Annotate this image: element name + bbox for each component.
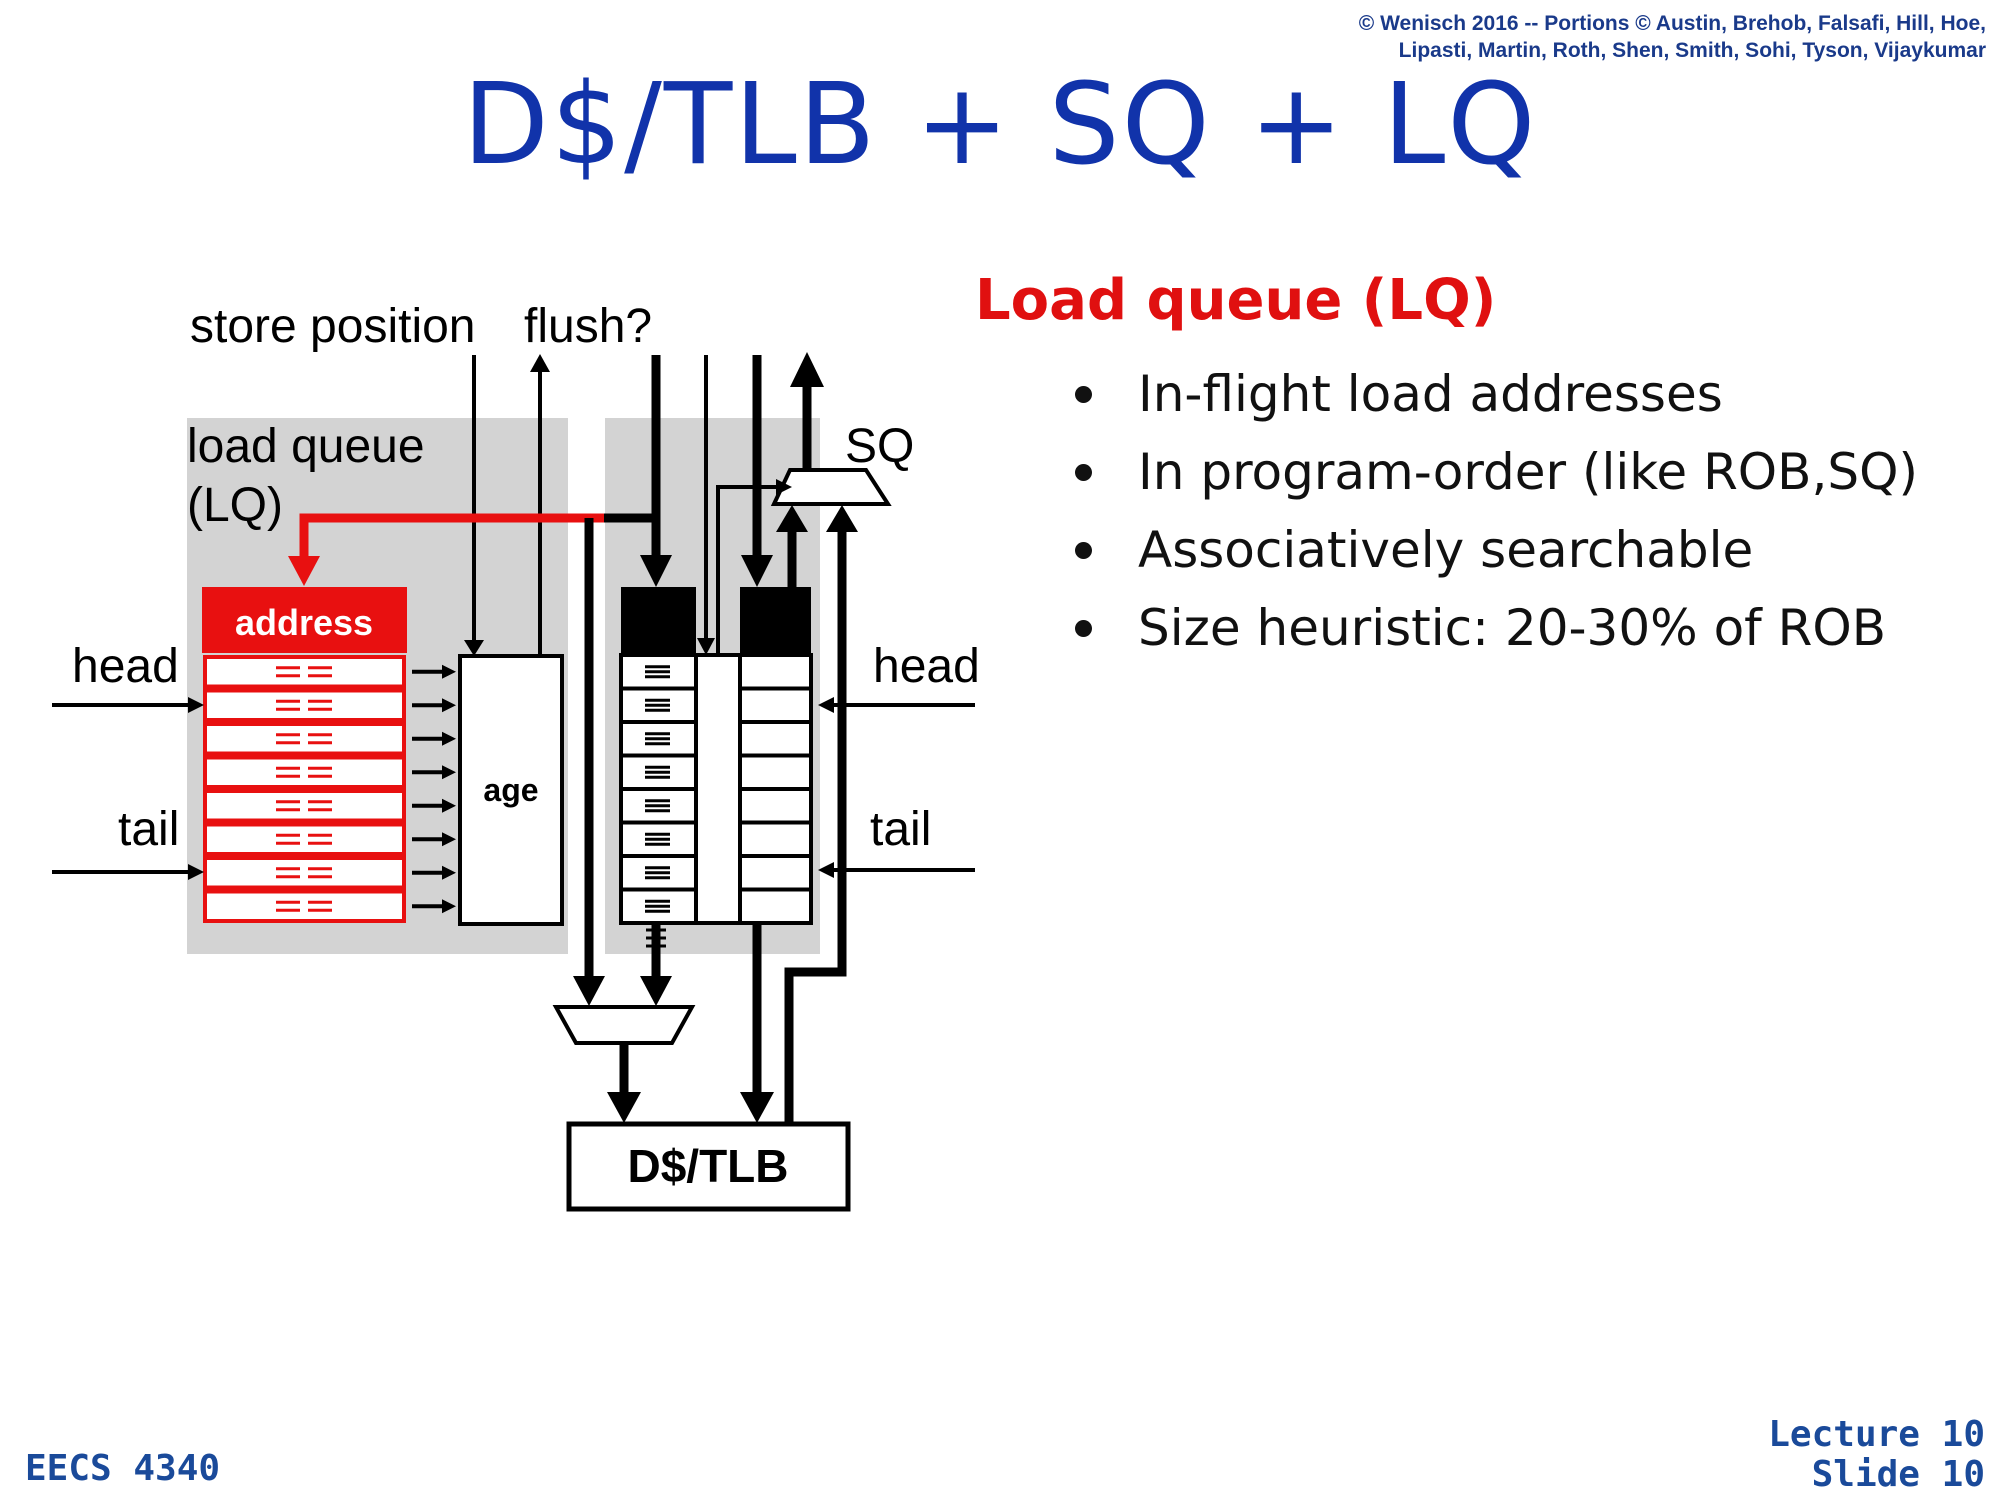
bullet-dot <box>1075 464 1092 481</box>
sq-row <box>621 720 811 746</box>
lq-address-header <box>202 587 407 653</box>
lq-address-arrowhead <box>288 556 320 586</box>
lq-address-label: address <box>235 602 373 643</box>
copyright-line-2: Lipasti, Martin, Roth, Shen, Smith, Sohi… <box>1398 39 1986 62</box>
copyright-notice: © Wenisch 2016 -- Portions © Austin, Bre… <box>886 10 1986 64</box>
lq-row <box>203 889 406 923</box>
sq-row <box>645 665 670 679</box>
sq-address-header <box>621 587 696 655</box>
sq-addr-to-dmux-arrowhead <box>640 976 672 1006</box>
head-left-label: head <box>72 640 179 693</box>
bullet-text: Associatively searchable <box>1138 521 1754 579</box>
bullet-item: Size heuristic: 20-30% of ROB <box>1075 589 1918 667</box>
head-right-label: head <box>873 640 980 693</box>
lq-row <box>203 722 406 756</box>
sq-data-to-dcache-arrowhead <box>740 1092 774 1123</box>
copyright-line-1: © Wenisch 2016 -- Portions © Austin, Bre… <box>1358 12 1986 35</box>
sq-row <box>621 854 811 880</box>
section-heading: Load queue (LQ) <box>975 268 1497 333</box>
sq-data-in-arrowhead <box>741 555 773 587</box>
lq-row <box>203 856 406 890</box>
dcache-address-mux <box>552 1005 696 1045</box>
sq-stub-ticks <box>646 928 666 948</box>
lq-row-arrows <box>412 664 456 914</box>
store-position-label: store position <box>190 300 476 353</box>
bullet-item: Associatively searchable <box>1075 511 1918 589</box>
sq-row <box>621 820 811 846</box>
load-queue-abbrev-label: (LQ) <box>187 479 283 532</box>
lq-row-arrow <box>412 664 456 679</box>
dcache-return-path <box>784 528 847 1125</box>
sq-middle-column <box>694 653 742 925</box>
lq-row-arrow <box>412 865 456 880</box>
sq-row <box>621 887 811 913</box>
bullet-dot <box>1075 620 1092 637</box>
dmux-to-dcache-arrowhead <box>607 1092 641 1123</box>
lq-rows <box>203 655 406 923</box>
store-position-arrowhead <box>464 640 484 656</box>
head-right-arrowhead <box>818 697 834 713</box>
lq-row <box>203 655 406 689</box>
course-label: EECS 4340 <box>25 1448 221 1489</box>
bullet-text: In program-order (like ROB,SQ) <box>1138 443 1918 501</box>
head-left-arrowhead <box>188 697 204 713</box>
sq-address-in-arrowhead <box>640 555 672 587</box>
tail-left-arrowhead <box>188 864 204 880</box>
flush-arrowhead <box>530 354 550 372</box>
bullet-dot <box>1075 542 1092 559</box>
age-box <box>458 654 564 926</box>
sq-label: SQ <box>845 420 914 473</box>
sq-mux-out-arrowhead <box>790 352 824 387</box>
lq-row-arrow <box>412 698 456 713</box>
lq-address-feed <box>299 513 606 560</box>
lq-row-arrow <box>412 899 456 914</box>
sq-row <box>621 686 811 712</box>
tail-right-arrowhead <box>818 862 834 878</box>
slide-number: Slide 10 <box>1811 1454 1985 1495</box>
tail-left-label: tail <box>118 803 179 856</box>
sq-data-header <box>740 587 811 655</box>
age-label: age <box>483 772 538 808</box>
sq-mux-select-arrowhead <box>776 479 792 495</box>
dcache-tlb-box <box>566 1121 851 1212</box>
load-queue-label: load queue <box>187 420 425 473</box>
sq-rows <box>621 665 811 913</box>
sq-data-to-mux-arrowhead <box>776 505 808 532</box>
sq-row <box>621 787 811 813</box>
lq-row <box>203 755 406 789</box>
lq-row-arrow <box>412 765 456 780</box>
sq-row <box>621 753 811 779</box>
bullet-item: In program-order (like ROB,SQ) <box>1075 433 1918 511</box>
lq-row <box>203 688 406 722</box>
tail-right-label: tail <box>870 803 931 856</box>
dcache-return-arrowhead <box>826 505 858 532</box>
sq-thin-in-arrowhead <box>697 638 715 655</box>
dcache-tlb-label: D$/TLB <box>628 1140 789 1192</box>
lq-row <box>203 822 406 856</box>
sq-mux-select <box>716 485 780 655</box>
bullet-item: In-flight load addresses <box>1075 355 1918 433</box>
bullet-text: Size heuristic: 20-30% of ROB <box>1138 599 1887 657</box>
lq-addr-to-dmux-arrowhead <box>573 976 605 1006</box>
bullet-list: In-flight load addresses In program-orde… <box>1075 355 1918 667</box>
flush-label: flush? <box>524 300 652 353</box>
bullet-dot <box>1075 386 1092 403</box>
lq-row-arrow <box>412 798 456 813</box>
lecture-number: Lecture 10 <box>1768 1414 1985 1455</box>
lq-row <box>203 789 406 823</box>
bullet-text: In-flight load addresses <box>1138 365 1723 423</box>
lq-row-arrow <box>412 731 456 746</box>
lq-row-arrow <box>412 832 456 847</box>
slide-title: D$/TLB + SQ + LQ <box>462 60 1538 190</box>
lecture-info: Lecture 10 Slide 10 <box>1768 1415 1985 1495</box>
